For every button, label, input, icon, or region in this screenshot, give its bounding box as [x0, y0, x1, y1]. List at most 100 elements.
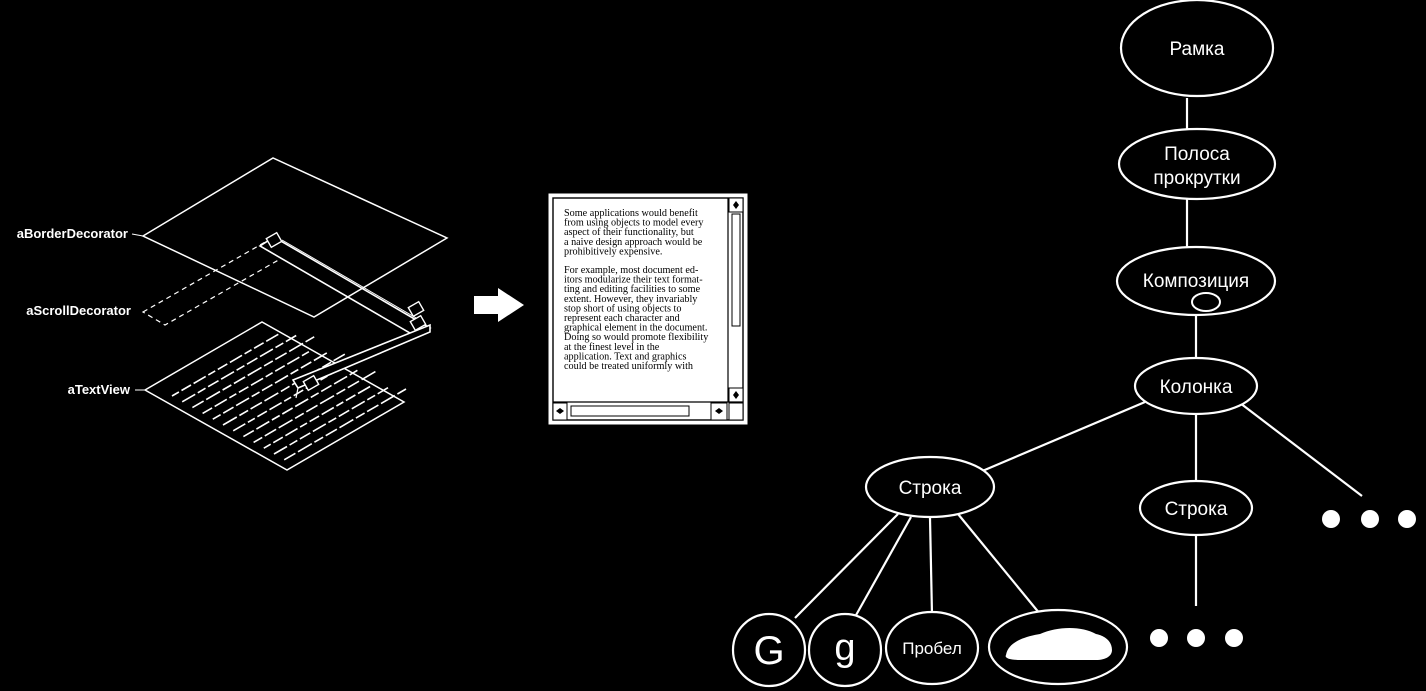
- text-stroke: [305, 336, 315, 343]
- leaf-g-label: g: [834, 627, 855, 669]
- text-stroke: [265, 372, 274, 378]
- text-stroke: [263, 443, 272, 449]
- ellipsis-icon: [1322, 510, 1416, 528]
- text-stroke: [290, 368, 299, 375]
- text-stroke: [275, 342, 284, 349]
- text-stroke: [335, 401, 344, 407]
- text-stroke: [264, 428, 277, 437]
- text-stroke: [328, 417, 337, 424]
- document-line: Doing so would promote flexibility: [564, 332, 709, 343]
- text-stroke: [339, 418, 354, 429]
- composition-label: Композиция: [1143, 271, 1249, 292]
- horizontal-scroll-thumb[interactable]: [570, 405, 690, 417]
- text-stroke: [321, 406, 335, 416]
- leaf-graphic: [987, 608, 1129, 686]
- scroll-left-icon[interactable]: [556, 408, 564, 414]
- scroll-decorator-label: aScrollDecorator: [26, 303, 131, 318]
- car-silhouette-icon: [1005, 628, 1112, 660]
- text-stroke: [349, 369, 358, 376]
- scrollbar-label-line1: Полоса: [1164, 144, 1230, 165]
- text-stroke: [299, 422, 308, 428]
- tree-node-frame: Рамка: [1119, 0, 1275, 98]
- text-stroke: [256, 410, 268, 418]
- document-line: ting and editing facilities to some: [564, 284, 701, 295]
- border-decorator-label: aBorderDecorator: [17, 226, 128, 241]
- vertical-scrollbar[interactable]: [727, 197, 744, 403]
- text-stroke: [289, 439, 298, 446]
- scrollbar-label-line2: прокрутки: [1153, 168, 1240, 189]
- document-line: itors modularize their text format-: [564, 275, 703, 286]
- text-stroke: [333, 353, 346, 362]
- scroll-up-icon[interactable]: [733, 201, 739, 209]
- text-stroke: [222, 406, 234, 414]
- frame-label: Рамка: [1170, 39, 1225, 60]
- text-stroke: [247, 366, 262, 377]
- text-stroke: [272, 436, 284, 444]
- text-stroke: [380, 394, 396, 405]
- horizontal-scrollbar[interactable]: [552, 401, 744, 421]
- text-stroke: [250, 377, 264, 386]
- text-stroke: [314, 436, 324, 443]
- text-stroke: [212, 414, 221, 420]
- text-stroke: [294, 398, 309, 408]
- text-stroke: [259, 348, 274, 358]
- text-stroke: [345, 394, 356, 402]
- scroll-down-icon[interactable]: [733, 391, 739, 399]
- text-stroke: [235, 397, 250, 407]
- tree-node-row-left: Строка: [864, 455, 996, 519]
- document-line: stop short of using objects to: [564, 303, 681, 314]
- text-stroke: [305, 404, 318, 413]
- text-stroke: [396, 388, 407, 395]
- text-stroke: [310, 392, 319, 399]
- text-stroke: [214, 398, 228, 408]
- text-stroke: [357, 385, 371, 395]
- text-stroke: [293, 389, 304, 397]
- document-line: could be treated uniformly with: [564, 361, 693, 372]
- text-stroke: [205, 390, 221, 401]
- vertical-scroll-thumb[interactable]: [731, 213, 741, 327]
- text-stroke: [377, 387, 389, 395]
- text-stroke: [284, 427, 298, 437]
- text-stroke: [232, 423, 246, 432]
- text-stroke: [222, 384, 232, 391]
- text-stroke: [238, 409, 249, 417]
- text-stroke: [319, 395, 335, 405]
- text-stroke: [233, 376, 246, 385]
- compositor-icon: [1191, 292, 1221, 312]
- text-stroke: [286, 356, 300, 365]
- row-left-label: Строка: [899, 478, 962, 499]
- text-stroke: [355, 412, 365, 419]
- text-stroke: [202, 407, 213, 415]
- text-stroke: [228, 393, 237, 399]
- text-stroke: [253, 436, 263, 444]
- scroll-right-icon[interactable]: [715, 408, 723, 414]
- text-stroke: [321, 361, 332, 368]
- text-stroke: [294, 412, 305, 419]
- tree-node-column: Колонка: [1133, 356, 1259, 416]
- leaf-space-label: Пробел: [902, 639, 961, 658]
- text-stroke: [247, 417, 256, 423]
- ellipsis-icon: [1150, 629, 1243, 647]
- text-stroke: [283, 452, 296, 461]
- text-stroke: [197, 387, 206, 394]
- leaf-space: Пробел: [884, 610, 980, 686]
- document-line: extent. However, they invariably: [564, 294, 698, 305]
- text-stroke: [366, 394, 376, 401]
- text-stroke: [285, 334, 297, 343]
- text-stroke: [280, 385, 290, 393]
- text-stroke: [207, 370, 216, 376]
- text-stroke: [250, 401, 263, 410]
- text-stroke: [288, 342, 304, 353]
- text-stroke: [309, 415, 320, 423]
- text-stroke: [274, 352, 287, 361]
- text-stroke: [236, 365, 245, 371]
- text-view-layer: [143, 321, 407, 471]
- text-stroke: [255, 420, 270, 430]
- document-line: graphical element in the document.: [564, 323, 707, 334]
- text-stroke: [269, 402, 283, 411]
- text-stroke: [181, 384, 192, 392]
- text-stroke: [273, 445, 288, 455]
